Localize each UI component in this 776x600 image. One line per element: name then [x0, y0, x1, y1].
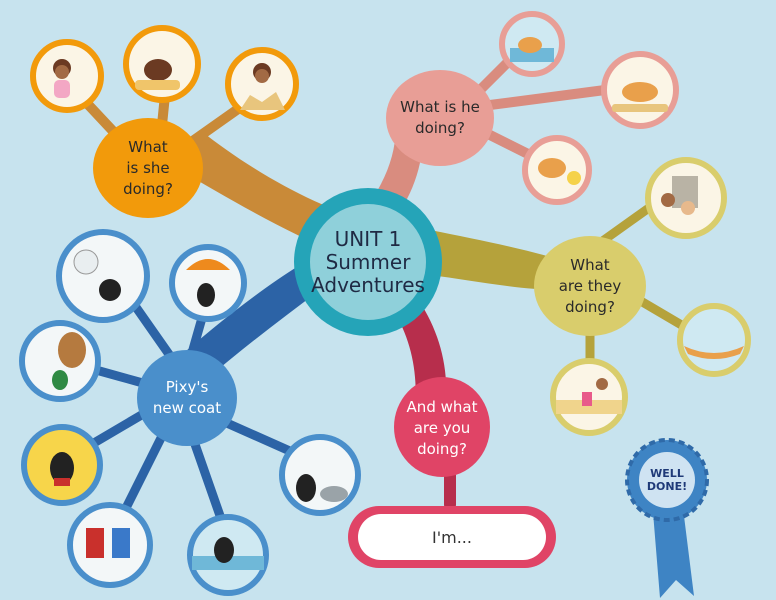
- picture-family-canoe: [677, 303, 751, 377]
- hub-pixy-label: Pixy's new coat: [152, 378, 222, 417]
- spoke-pixy-5: [115, 425, 170, 525]
- picture-pixy-coats: [67, 502, 153, 588]
- hub-pixy-circle: [137, 350, 237, 446]
- hub-he-label: What is he doing?: [400, 98, 480, 137]
- picture-pixy-umbrella: [169, 244, 247, 322]
- spoke-pixy-6: [185, 425, 230, 535]
- pictures-they: [550, 157, 751, 436]
- pictures-she: [30, 25, 299, 121]
- center-label: UNIT 1 Summer Adventures: [311, 226, 425, 297]
- pictures-pixy: [19, 229, 361, 596]
- hub-you-label: And what are you doing?: [406, 397, 478, 458]
- rosette-inner: [639, 452, 695, 508]
- picture-pixy-seal: [279, 434, 361, 516]
- rosette-label: WELL DONE!: [646, 467, 688, 493]
- rosette-ribbon: [652, 500, 694, 598]
- answer-box-label: I'm...: [432, 527, 472, 547]
- hub-they-circle: [534, 236, 646, 336]
- hub-she-circle: [93, 118, 203, 218]
- well-done-rosette: [625, 438, 709, 598]
- picture-pixy-tailor: [56, 229, 150, 323]
- answer-box-shape: [348, 506, 556, 568]
- pictures-he: [499, 11, 679, 205]
- branch-they: [430, 230, 560, 290]
- hub-they-label: What are they doing?: [558, 255, 622, 316]
- center-inner: [310, 204, 426, 320]
- hub-she-label: What is she doing?: [123, 137, 173, 198]
- spoke-he-2: [485, 85, 610, 110]
- hubs: [93, 70, 646, 477]
- hub-you-circle: [394, 377, 490, 477]
- center-node: [294, 188, 442, 336]
- hub-he-circle: [386, 70, 494, 166]
